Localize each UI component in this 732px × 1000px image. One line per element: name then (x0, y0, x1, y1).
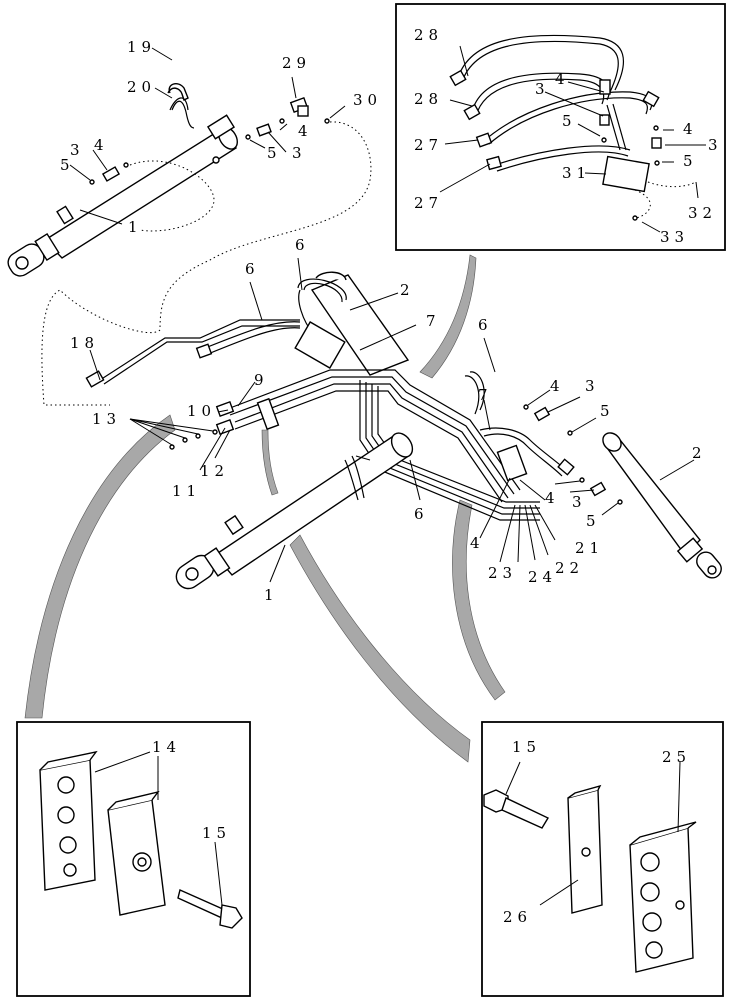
leader-lines (69, 47, 695, 583)
label-5c: 5 (600, 402, 615, 420)
inset-clamp-right (481, 721, 724, 997)
label-28b: 28 (414, 90, 443, 108)
label-5b: 5 (60, 156, 75, 174)
label-23: 23 (488, 564, 517, 582)
label-6c: 6 (478, 316, 493, 334)
callout-labels: 19 20 29 30 4 5 3 3 4 5 1 6 6 2 7 18 6 9… (60, 26, 723, 926)
label-7a: 7 (426, 312, 441, 330)
label-6a: 6 (295, 236, 310, 254)
fittings-13 (129, 418, 218, 450)
label-22: 22 (555, 559, 584, 577)
label-4b: 4 (94, 136, 109, 154)
label-25: 25 (662, 748, 691, 766)
label-3f: 3 (708, 136, 723, 154)
label-24a: 24 (528, 568, 557, 586)
label-1b: 1 (264, 586, 279, 604)
label-4d: 4 (545, 489, 560, 507)
label-29: 29 (282, 54, 311, 72)
inset-clamp-left (16, 721, 251, 997)
label-5a: 5 (267, 144, 282, 162)
label-12: 12 (200, 462, 229, 480)
label-2b: 2 (692, 444, 707, 462)
label-26: 26 (503, 908, 532, 926)
label-27a: 27 (414, 136, 443, 154)
label-3b: 3 (70, 141, 85, 159)
label-5f: 5 (683, 152, 698, 170)
label-4c: 4 (550, 377, 565, 395)
upper-fittings (41, 97, 372, 406)
label-4f: 4 (555, 70, 570, 88)
label-7b: 7 (478, 386, 493, 404)
label-4a: 4 (298, 122, 313, 140)
right-cylinder (523, 404, 722, 579)
label-32: 32 (688, 204, 717, 222)
label-19: 19 (127, 38, 156, 56)
lower-left-cylinder (175, 432, 414, 590)
label-27b: 27 (414, 194, 443, 212)
label-15a: 15 (202, 824, 231, 842)
label-13: 13 (92, 410, 121, 428)
label-28a: 28 (414, 26, 443, 44)
label-3c: 3 (585, 377, 600, 395)
inset-hose-detail (395, 3, 726, 251)
label-4g: 4 (683, 120, 698, 138)
label-31: 31 (562, 164, 591, 182)
label-10: 10 (187, 402, 216, 420)
label-6d: 6 (414, 505, 429, 523)
label-18: 18 (70, 334, 99, 352)
label-6b: 6 (245, 260, 260, 278)
label-33: 33 (660, 228, 689, 246)
upper-left-cylinder (7, 83, 238, 277)
label-3e: 3 (535, 80, 550, 98)
label-5d: 5 (586, 512, 601, 530)
background-arcs (24, 254, 506, 763)
label-15b: 15 (512, 738, 541, 756)
label-30: 30 (353, 91, 382, 109)
label-2a: 2 (400, 281, 415, 299)
label-20: 20 (127, 78, 156, 96)
label-11: 11 (172, 482, 201, 500)
label-3a: 3 (292, 144, 307, 162)
label-14: 14 (152, 738, 181, 756)
label-21: 21 (575, 539, 604, 557)
label-9: 9 (254, 371, 269, 389)
label-5e: 5 (562, 112, 577, 130)
label-1a: 1 (128, 218, 143, 236)
label-4e: 4 (470, 534, 485, 552)
central-assembly (85, 271, 575, 521)
label-3d: 3 (572, 493, 587, 511)
